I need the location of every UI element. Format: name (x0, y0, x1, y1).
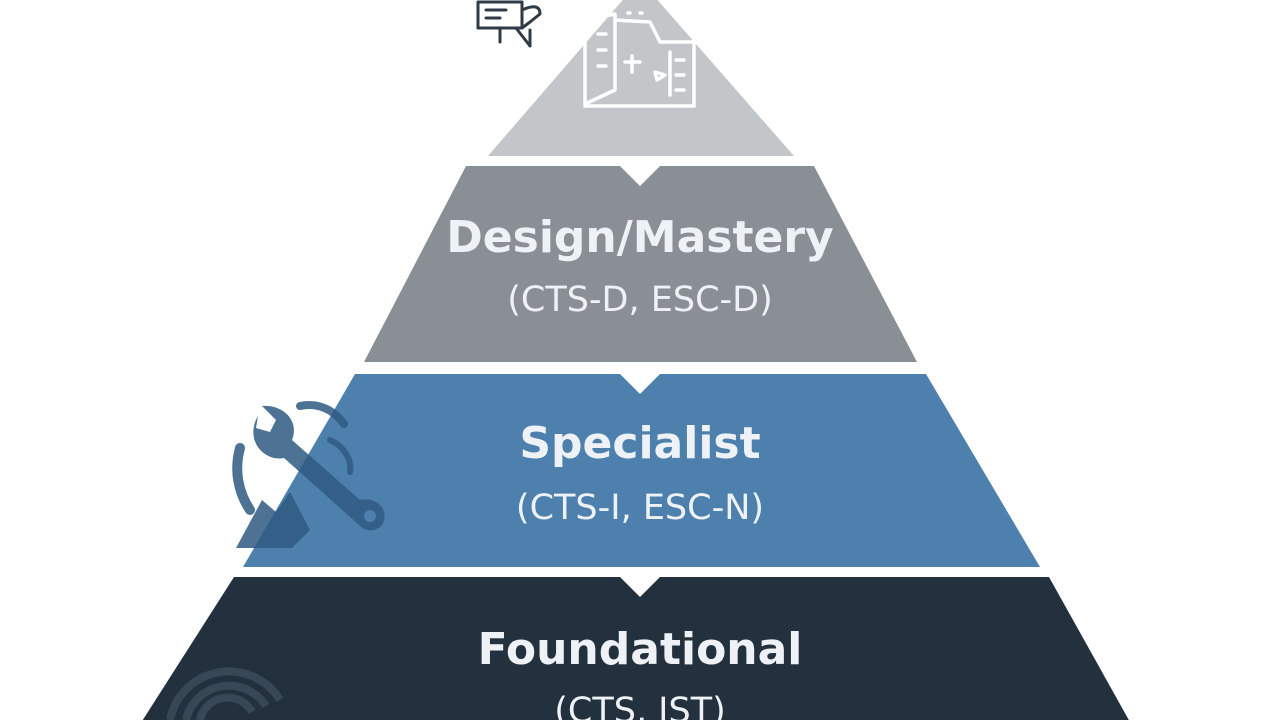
tier-specialist-shape (243, 374, 1040, 567)
blueprint-icon (583, 11, 696, 108)
tier-foundational-subtitle: (CTS, IST) (554, 691, 726, 720)
wireless-signal-icon (166, 667, 284, 720)
notch-1 (620, 166, 660, 186)
tier-specialist-title: Specialist (519, 418, 760, 469)
tier-design-title: Design/Mastery (446, 212, 833, 263)
easel-blueprint-icon (476, 0, 542, 48)
wrench-icon (232, 401, 385, 548)
notch-3 (620, 577, 660, 597)
tier-foundational-shape (142, 577, 1129, 720)
tier-specialist-subtitle: (CTS-I, ESC-N) (516, 488, 764, 528)
tier-foundational-title: Foundational (478, 624, 803, 675)
notch-2 (620, 374, 660, 394)
tier-design-shape (364, 166, 917, 362)
tier-design-subtitle: (CTS-D, ESC-D) (507, 280, 773, 320)
tier-top-shape (488, 0, 794, 156)
